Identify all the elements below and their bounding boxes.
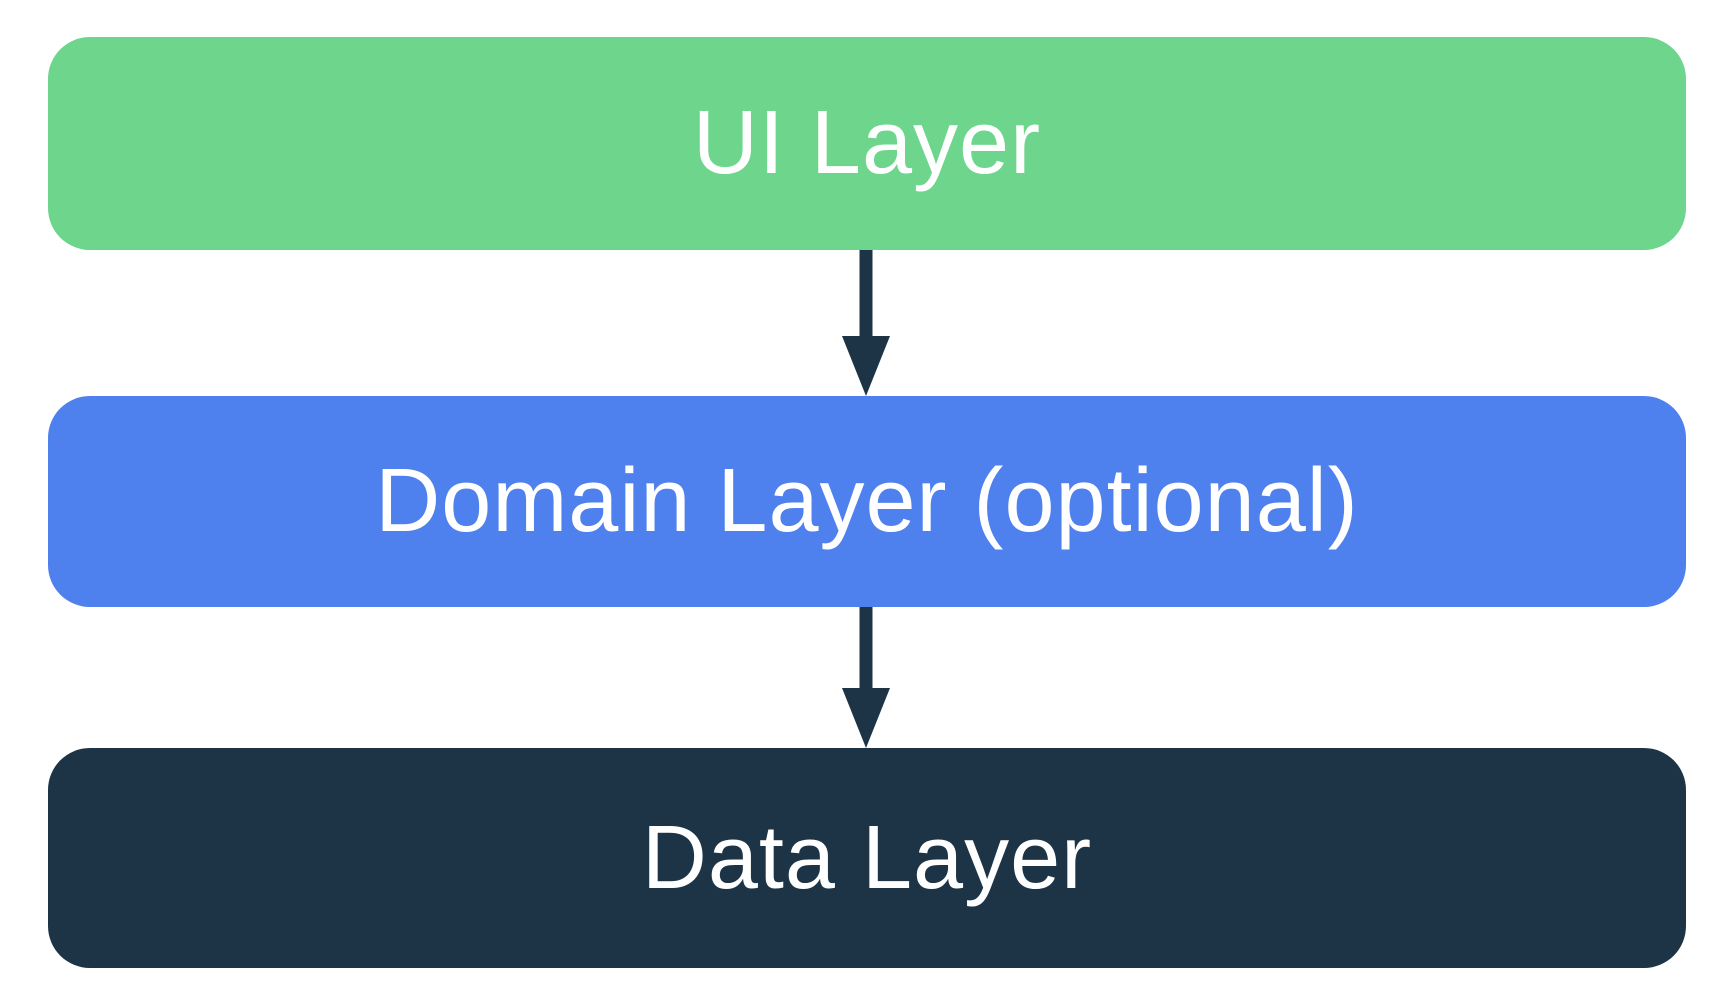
down-arrow-icon: [842, 607, 890, 748]
domain-layer-label: Domain Layer (optional): [375, 451, 1359, 551]
domain-layer-box: Domain Layer (optional): [48, 396, 1686, 607]
data-layer-label: Data Layer: [641, 807, 1093, 908]
ui-layer-box: UI Layer: [48, 37, 1686, 250]
ui-layer-label: UI Layer: [692, 93, 1042, 193]
data-layer-box: Data Layer: [48, 748, 1686, 968]
down-arrow-icon: [842, 250, 890, 396]
